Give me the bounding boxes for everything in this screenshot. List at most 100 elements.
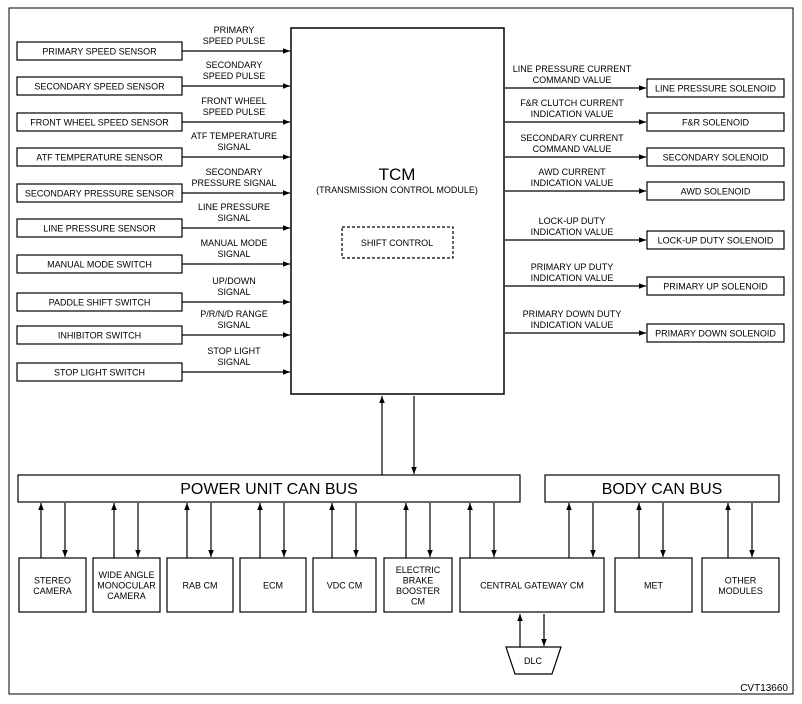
module-label: ELECTRIC	[396, 565, 441, 575]
module-box	[383, 557, 453, 613]
input-signal-line: UP/DOWN	[212, 276, 256, 286]
input-label: SECONDARY SPEED SENSOR	[34, 82, 165, 92]
input-signal-line: SECONDARY	[206, 60, 263, 70]
output-signal-line: INDICATION VALUE	[531, 109, 614, 119]
module-box	[239, 557, 307, 613]
input-signal-line: SIGNAL	[217, 142, 250, 152]
output-signal-line: COMMAND VALUE	[533, 144, 612, 154]
module-label: CENTRAL GATEWAY CM	[480, 581, 584, 591]
input-label: STOP LIGHT SWITCH	[54, 368, 145, 378]
output-box	[646, 181, 785, 201]
module-label: BRAKE	[403, 575, 434, 585]
output-signal-line: COMMAND VALUE	[533, 75, 612, 85]
input-signal-line: SIGNAL	[217, 213, 250, 223]
module-label: WIDE ANGLE	[98, 570, 154, 580]
output-box	[646, 323, 785, 343]
module-box	[312, 557, 377, 613]
tcm-box	[290, 27, 505, 395]
output-box	[646, 112, 785, 132]
output-signal-line: INDICATION VALUE	[531, 273, 614, 283]
output-box	[646, 276, 785, 296]
module-label: MONOCULAR	[97, 581, 156, 591]
module-label: OTHER	[725, 575, 757, 585]
output-signal-line: LOCK-UP DUTY	[539, 216, 606, 226]
module-label: BOOSTER	[396, 586, 441, 596]
input-label: LINE PRESSURE SENSOR	[43, 224, 156, 234]
output-signal-line: LINE PRESSURE CURRENT	[513, 64, 632, 74]
input-signal-line: SPEED PULSE	[203, 107, 266, 117]
body-can-bus-label: BODY CAN BUS	[602, 481, 723, 498]
input-label: FRONT WHEEL SPEED SENSOR	[30, 118, 169, 128]
input-label: PRIMARY SPEED SENSOR	[42, 47, 157, 57]
input-signal-line: SIGNAL	[217, 357, 250, 367]
module-label: MET	[644, 581, 664, 591]
body-can-bus	[544, 474, 780, 503]
output-signal-line: AWD CURRENT	[538, 167, 606, 177]
shift-control-label: SHIFT CONTROL	[361, 238, 433, 248]
power-unit-can-bus-label: POWER UNIT CAN BUS	[180, 481, 358, 498]
input-signal-line: SECONDARY	[206, 167, 263, 177]
module-label: MODULES	[718, 586, 763, 596]
figure-code: CVT13660	[740, 683, 788, 694]
module-box	[166, 557, 234, 613]
input-signal-line: LINE PRESSURE	[198, 202, 270, 212]
figure-frame	[8, 7, 794, 695]
input-signal-line: PRIMARY	[214, 25, 255, 35]
input-signal-line: P/R/N/D RANGE	[200, 309, 268, 319]
output-signal-line: PRIMARY DOWN DUTY	[523, 309, 622, 319]
output-box	[646, 230, 785, 250]
shift-control-box	[341, 226, 454, 259]
input-label: PADDLE SHIFT SWITCH	[49, 298, 151, 308]
input-signal-line: FRONT WHEEL	[201, 96, 266, 106]
input-signal-line: ATF TEMPERATURE	[191, 131, 277, 141]
output-label: PRIMARY UP SOLENOID	[663, 282, 768, 292]
output-signals: LINE PRESSURE SOLENOID LINE PRESSURE CURR…	[505, 64, 785, 343]
output-label: F&R SOLENOID	[682, 118, 750, 128]
output-signal-line: SECONDARY CURRENT	[520, 133, 624, 143]
module-label: CAMERA	[107, 591, 146, 601]
input-signal-line: STOP LIGHT	[207, 346, 261, 356]
module-label: CM	[411, 596, 425, 606]
output-label: AWD SOLENOID	[681, 187, 751, 197]
tcm-subtitle: (TRANSMISSION CONTROL MODULE)	[316, 185, 478, 195]
module-label: STEREO	[34, 575, 71, 585]
module-label: RAB CM	[182, 581, 217, 591]
input-label: MANUAL MODE SWITCH	[47, 260, 152, 270]
module-label: VDC CM	[327, 581, 363, 591]
input-signal-line: MANUAL MODE	[201, 238, 268, 248]
input-label: SECONDARY PRESSURE SENSOR	[25, 189, 175, 199]
output-signal-line: PRIMARY UP DUTY	[531, 262, 614, 272]
dlc-label: DLC	[524, 656, 543, 666]
input-signal-line: SPEED PULSE	[203, 71, 266, 81]
output-box	[646, 147, 785, 167]
input-label: INHIBITOR SWITCH	[58, 331, 141, 341]
input-signal-line: SIGNAL	[217, 249, 250, 259]
module-label: CAMERA	[33, 586, 72, 596]
input-label: ATF TEMPERATURE SENSOR	[36, 153, 163, 163]
module-box	[18, 557, 87, 613]
output-label: PRIMARY DOWN SOLENOID	[655, 329, 776, 339]
output-signal-line: INDICATION VALUE	[531, 227, 614, 237]
output-label: LOCK-UP DUTY SOLENOID	[658, 236, 774, 246]
power-unit-can-bus	[17, 474, 521, 503]
input-signal-line: PRESSURE SIGNAL	[191, 178, 276, 188]
input-signal-line: SPEED PULSE	[203, 36, 266, 46]
module-box	[701, 557, 780, 613]
input-signal-line: SIGNAL	[217, 287, 250, 297]
output-signal-line: F&R CLUTCH CURRENT	[520, 98, 624, 108]
module-label: ECM	[263, 581, 283, 591]
output-label: SECONDARY SOLENOID	[663, 153, 769, 163]
output-signal-line: INDICATION VALUE	[531, 320, 614, 330]
output-signal-line: INDICATION VALUE	[531, 178, 614, 188]
input-signal-line: SIGNAL	[217, 320, 250, 330]
tcm-title: TCM	[379, 165, 416, 184]
module-box	[92, 557, 161, 613]
output-label: LINE PRESSURE SOLENOID	[655, 84, 777, 94]
output-box	[646, 78, 785, 98]
module-box	[459, 557, 605, 613]
dlc-connector	[505, 646, 562, 675]
module-box	[614, 557, 693, 613]
